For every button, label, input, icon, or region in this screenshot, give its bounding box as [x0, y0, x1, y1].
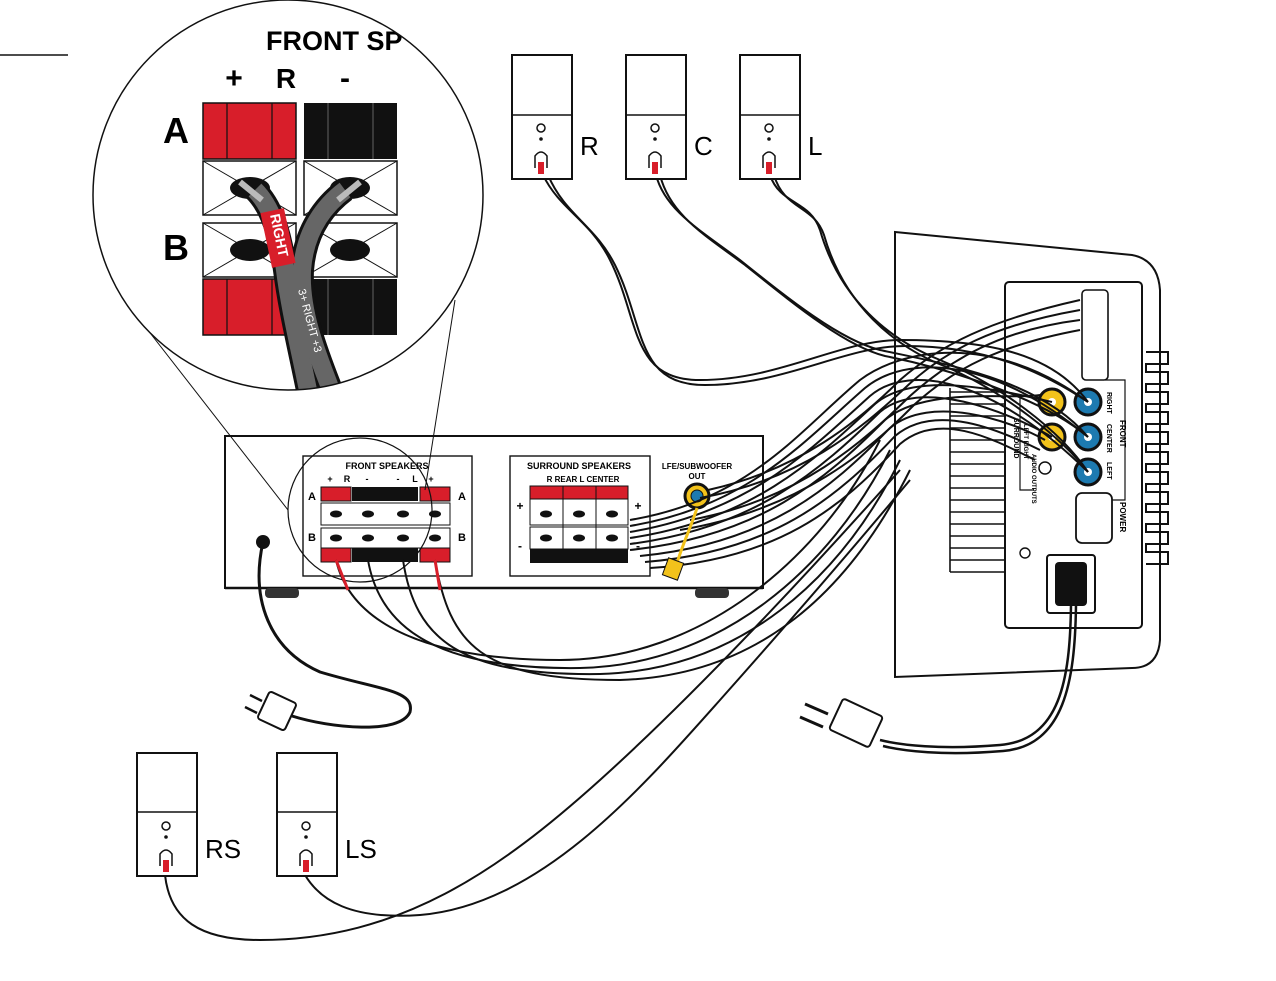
front-row-a-right: A — [458, 491, 466, 503]
speaker-rear-left: LS — [276, 752, 377, 877]
surround-minus-right: - — [636, 539, 640, 553]
power-switch[interactable] — [1075, 492, 1113, 544]
sub-label-center: CENTER — [1105, 424, 1112, 453]
zoom-plus: + — [225, 62, 243, 95]
speaker-front-right: R — [511, 54, 599, 180]
sub-label-right: RIGHT — [1105, 392, 1112, 415]
speaker-rear-right: RS — [136, 752, 241, 877]
surround-plus-right: + — [634, 499, 641, 513]
surround-speakers-title: SURROUND SPEAKERS — [527, 461, 631, 471]
indicator-led — [1019, 547, 1031, 559]
speaker-front-right-label: R — [580, 131, 599, 161]
zoom-row-a: A — [163, 110, 189, 151]
zoom-r: R — [276, 63, 296, 94]
front-terminal-block[interactable] — [320, 486, 451, 563]
lfe-out: OUT — [689, 472, 706, 481]
sub-label-power: POWER — [1118, 502, 1127, 532]
front-l: L — [412, 474, 418, 484]
front-r: R — [344, 474, 351, 484]
receiver-power-plug — [244, 691, 297, 731]
speaker-rear-right-label: RS — [205, 834, 241, 864]
subwoofer-power-plug — [799, 698, 884, 748]
zoom-minus: - — [340, 62, 350, 95]
lfe-title: LFE/SUBWOOFER — [662, 462, 732, 471]
subwoofer-power-cord — [879, 604, 1078, 755]
front-plus-right: + — [428, 474, 433, 484]
zoom-callout: FRONT SP + R - A B — [92, 0, 484, 511]
speaker-wires — [164, 174, 1089, 942]
front-minus-left: - — [366, 474, 369, 484]
speaker-center-label: C — [694, 131, 713, 161]
receiver-power-cord — [257, 541, 412, 729]
front-speakers-title: FRONT SPEAKERS — [345, 461, 428, 471]
speaker-front-left: L — [739, 54, 822, 180]
sub-label-left: LEFT — [1105, 462, 1112, 480]
sub-label-front: FRONT — [1118, 420, 1127, 448]
receiver-foot-right — [695, 588, 729, 598]
front-minus-right: - — [397, 474, 400, 484]
zoom-row-b: B — [163, 227, 189, 268]
receiver: FRONT SPEAKERS + R - - L + A B A B — [224, 435, 764, 598]
surround-minus-left: - — [518, 539, 522, 553]
subwoofer: RIGHT CENTER LEFT FRONT SURROUND LEFT RI… — [894, 230, 1169, 679]
front-row-a-left: A — [308, 491, 316, 503]
zoom-title: FRONT SP — [266, 26, 403, 56]
audio-output-icon — [1038, 461, 1052, 475]
surround-terminal-block[interactable] — [529, 485, 629, 563]
zoom-red-tag — [260, 208, 296, 268]
front-row-b-left: B — [308, 532, 316, 544]
speaker-rear-left-label: LS — [345, 834, 377, 864]
speaker-front-left-label: L — [808, 131, 822, 161]
front-plus-left: + — [327, 474, 332, 484]
sub-label-audio-outputs: AUDIO OUTPUTS — [1030, 454, 1036, 504]
surround-columns: R REAR L CENTER — [547, 475, 620, 484]
front-row-b-right: B — [458, 532, 466, 544]
speaker-center: C — [625, 54, 713, 180]
surround-plus-left: + — [516, 499, 523, 513]
receiver-foot-left — [265, 588, 299, 598]
